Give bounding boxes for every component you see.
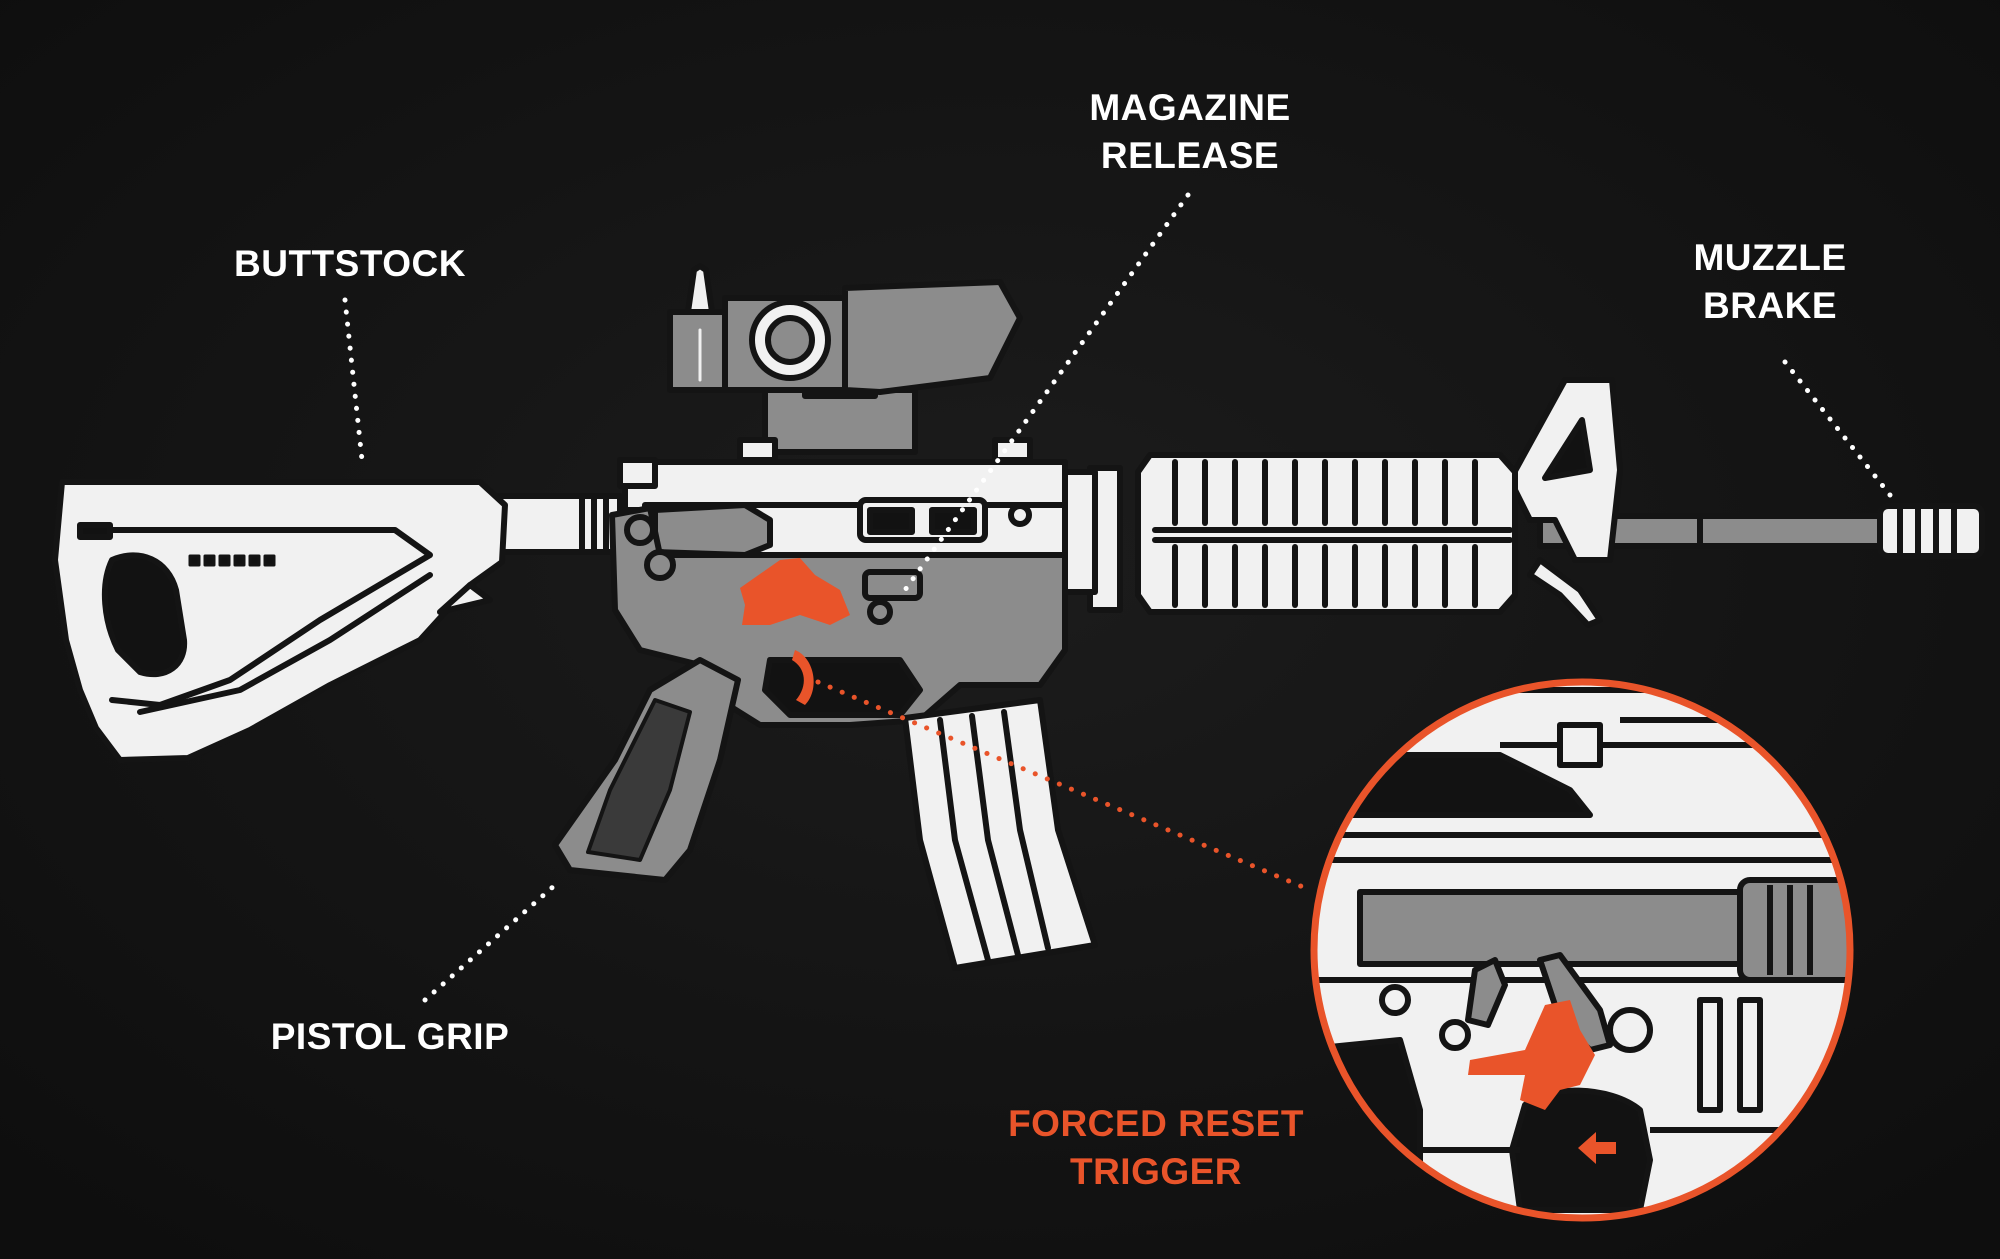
label-buttstock: BUTTSTOCK xyxy=(200,240,500,288)
label-forced-reset-trigger: FORCED RESET TRIGGER xyxy=(956,1100,1356,1196)
label-muzzle-brake-line-1: MUZZLE xyxy=(1693,237,1847,278)
leader-muzzle-brake xyxy=(1782,359,1893,498)
front-sight xyxy=(1507,377,1623,628)
leader-forced-reset-trigger xyxy=(815,679,1313,893)
zoom-detail xyxy=(1310,678,1854,1222)
arrow-left-icon xyxy=(1578,1132,1616,1164)
pistol-grip xyxy=(552,657,741,883)
optic-scope xyxy=(667,263,1023,455)
buttstock xyxy=(52,479,508,763)
label-pistol-grip-line-1: PISTOL GRIP xyxy=(270,1016,510,1057)
label-muzzle-brake-line-2: BRAKE xyxy=(1702,285,1838,326)
muzzle-brake xyxy=(1877,503,1985,559)
magazine xyxy=(902,697,1098,971)
label-forced-reset-trigger-line-2: TRIGGER xyxy=(1069,1151,1243,1192)
leader-buttstock xyxy=(342,297,365,463)
label-pistol-grip: PISTOL GRIP xyxy=(240,1013,540,1061)
leader-pistol-grip xyxy=(422,882,558,1003)
handguard xyxy=(1087,452,1518,615)
label-forced-reset-trigger-line-1: FORCED RESET xyxy=(1008,1103,1304,1144)
trigger-group xyxy=(740,558,850,705)
label-magazine-release-line-1: MAGAZINE xyxy=(1089,87,1291,128)
leader-magazine-release xyxy=(902,192,1191,593)
label-buttstock-line-1: BUTTSTOCK xyxy=(234,243,466,284)
label-muzzle-brake: MUZZLE BRAKE xyxy=(1620,234,1920,330)
label-magazine-release: MAGAZINE RELEASE xyxy=(1040,84,1340,180)
label-magazine-release-line-2: RELEASE xyxy=(1100,135,1280,176)
